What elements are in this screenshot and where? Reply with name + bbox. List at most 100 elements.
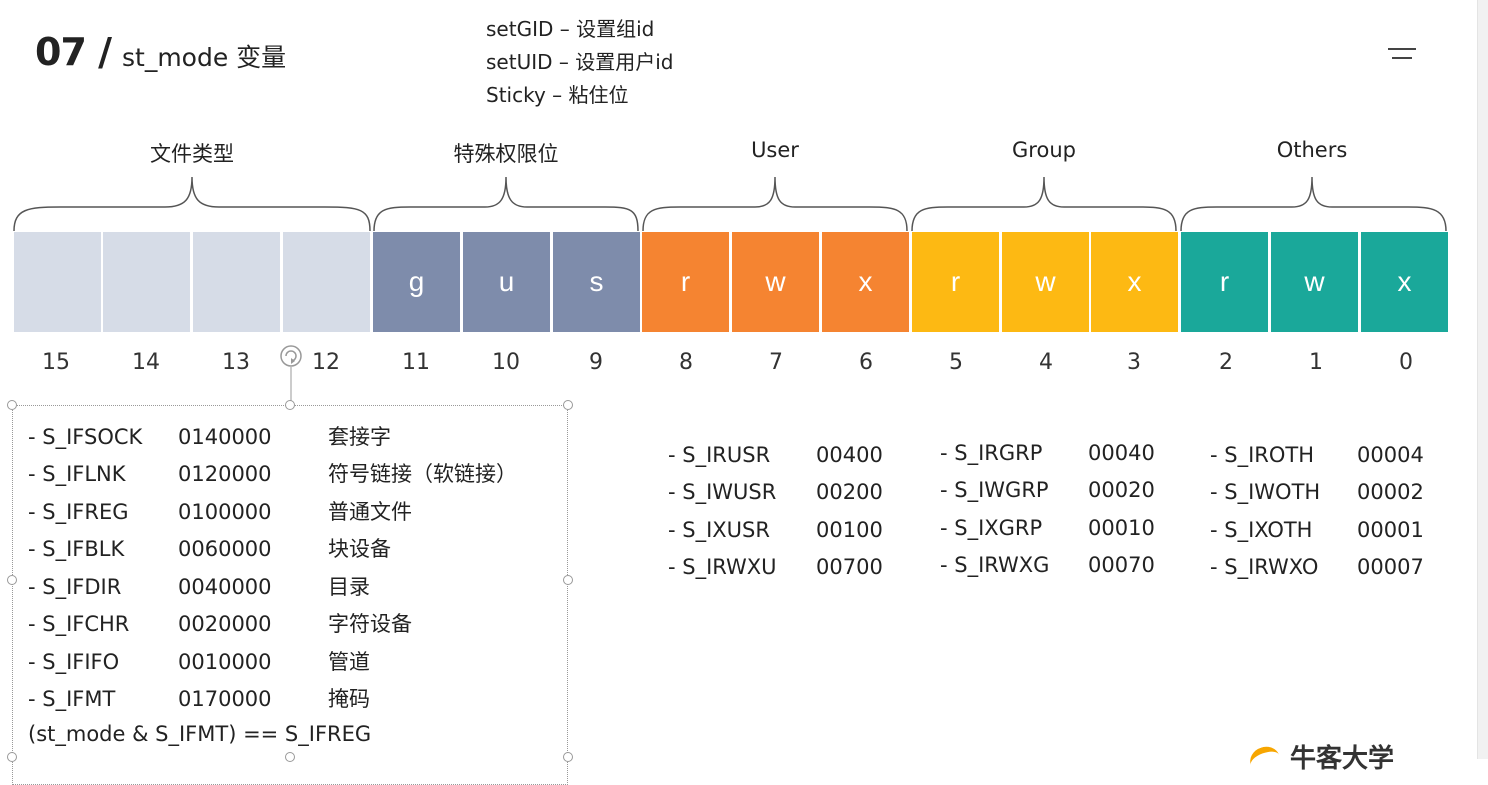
brace-special (373, 176, 639, 232)
bit-number: 15 (42, 350, 70, 375)
bit-number: 3 (1127, 350, 1141, 375)
file-type-value: 0100000 (178, 500, 272, 524)
perm-value: 00100 (816, 518, 883, 542)
file-type-value: 0140000 (178, 425, 272, 449)
perm-name: - S_IXGRP (940, 516, 1043, 540)
bit-cell-10: u (463, 232, 550, 332)
perm-value: 00001 (1357, 518, 1424, 542)
perm-name: - S_IRWXU (668, 555, 777, 579)
bit-number: 2 (1219, 350, 1233, 375)
file-type-desc: 套接字 (328, 425, 391, 449)
file-type-desc: 管道 (328, 650, 370, 674)
bit-cell-13 (193, 232, 280, 332)
perm-name: - S_IXUSR (668, 518, 770, 542)
file-type-desc: 普通文件 (328, 500, 412, 524)
group-label-others: Others (1276, 138, 1348, 162)
perm-value: 00200 (816, 480, 883, 504)
perm-value: 00007 (1357, 555, 1424, 579)
perm-value: 00700 (816, 555, 883, 579)
bit-number: 13 (222, 350, 250, 375)
perm-name: - S_IXOTH (1210, 518, 1313, 542)
perm-value: 00020 (1088, 478, 1155, 502)
bit-number: 6 (859, 350, 873, 375)
group-label-user: User (751, 138, 799, 162)
logo-text: 牛客大学 (1290, 744, 1395, 774)
file-type-name: - S_IFREG (28, 500, 129, 524)
perm-name: - S_IWGRP (940, 478, 1049, 502)
resize-handle-top-right[interactable] (563, 400, 573, 410)
bit-cell-1: w (1271, 232, 1358, 332)
bit-number: 7 (769, 350, 783, 375)
bit-number: 0 (1399, 350, 1413, 375)
file-type-name: - S_IFIFO (28, 650, 120, 674)
bit-cell-5: r (912, 232, 999, 332)
file-type-desc: 目录 (328, 575, 370, 599)
resize-handle-bottom[interactable] (285, 752, 295, 762)
file-type-value: 0040000 (178, 575, 272, 599)
file-type-value: 0120000 (178, 462, 272, 486)
slide-number: 07 / (35, 30, 112, 74)
file-type-value: 0170000 (178, 687, 272, 711)
brace-file-type (13, 176, 371, 232)
bit-cell-14 (103, 232, 190, 332)
resize-handle-left[interactable] (7, 575, 17, 585)
perm-value: 00004 (1357, 443, 1424, 467)
logo-mark-icon (1246, 742, 1284, 777)
bit-number: 14 (132, 350, 160, 375)
perm-value: 00400 (816, 443, 883, 467)
group-braces (13, 176, 1447, 232)
file-type-name: - S_IFSOCK (28, 425, 143, 449)
bit-number: 5 (949, 350, 963, 375)
group-label-special: 特殊权限位 (453, 142, 559, 166)
file-type-desc: 块设备 (328, 537, 391, 561)
perm-name: - S_IWUSR (668, 480, 777, 504)
bit-cell-15 (14, 232, 101, 332)
resize-handle-bottom-right[interactable] (563, 752, 573, 762)
type-check-expression: (st_mode & S_IFMT) == S_IFREG (28, 722, 372, 746)
resize-handle-bottom-left[interactable] (7, 752, 17, 762)
note-setgid: setGID – 设置组id (486, 17, 655, 41)
bit-cell-9: s (553, 232, 640, 332)
file-type-value: 0060000 (178, 537, 272, 561)
perm-name: - S_IRWXG (940, 553, 1050, 577)
resize-handle-top[interactable] (285, 400, 295, 410)
bit-number: 11 (402, 350, 430, 375)
vertical-scrollbar[interactable] (1477, 0, 1488, 759)
resize-handle-right[interactable] (563, 575, 573, 585)
brace-user (642, 176, 908, 232)
file-type-value: 0010000 (178, 650, 272, 674)
perm-value: 00002 (1357, 480, 1424, 504)
file-type-desc: 掩码 (328, 687, 370, 711)
file-type-name: - S_IFBLK (28, 537, 125, 561)
bit-cell-2: r (1181, 232, 1268, 332)
file-type-name: - S_IFLNK (28, 462, 126, 486)
note-sticky: Sticky – 粘住位 (486, 83, 629, 107)
file-type-name: - S_IFCHR (28, 612, 130, 636)
bit-cell-4: w (1002, 232, 1089, 332)
bit-number: 8 (679, 350, 693, 375)
bit-number: 4 (1039, 350, 1053, 375)
perm-value: 00070 (1088, 553, 1155, 577)
file-type-name: - S_IFMT (28, 687, 116, 711)
group-label-group: Group (1012, 138, 1076, 162)
rotate-handle-icon[interactable] (277, 342, 307, 406)
bit-cell-3: x (1091, 232, 1178, 332)
file-type-name: - S_IFDIR (28, 575, 122, 599)
note-setuid: setUID – 设置用户id (486, 50, 674, 74)
file-type-desc: 符号链接（软链接） (328, 462, 517, 486)
bit-cell-8: r (642, 232, 729, 332)
perm-value: 00010 (1088, 516, 1155, 540)
menu-icon[interactable] (1388, 44, 1416, 64)
bit-number: 10 (492, 350, 520, 375)
bit-cell-6: x (822, 232, 909, 332)
file-type-desc: 字符设备 (328, 612, 412, 636)
bit-number: 1 (1309, 350, 1323, 375)
bit-cell-11: g (373, 232, 460, 332)
bit-cell-7: w (732, 232, 819, 332)
brand-logo: 牛客大学 (1246, 738, 1395, 777)
resize-handle-top-left[interactable] (7, 400, 17, 410)
bit-cell-12 (283, 232, 370, 332)
perm-name: - S_IRWXO (1210, 555, 1319, 579)
bit-number: 9 (589, 350, 603, 375)
file-type-value: 0020000 (178, 612, 272, 636)
